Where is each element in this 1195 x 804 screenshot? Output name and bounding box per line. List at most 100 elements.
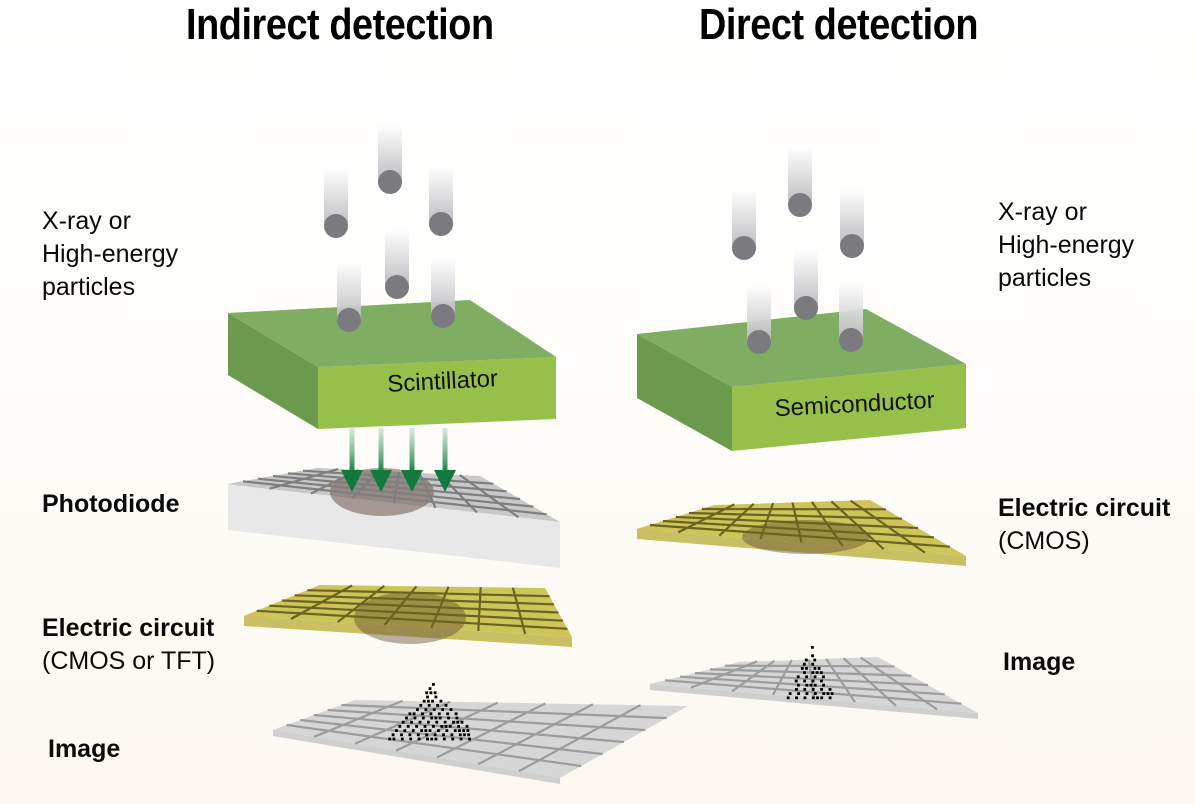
- direct-image-pyramid-dot: [801, 667, 804, 670]
- photodiode-label: Photodiode: [42, 488, 179, 521]
- indirect-image-pyramid-dot: [456, 721, 459, 724]
- direct-image-pyramid-dot: [812, 688, 815, 691]
- indirect-image-pyramid-dot: [437, 729, 440, 732]
- circuit-label-title: Electric circuit: [998, 492, 1170, 525]
- source-line-1: X-ray or: [42, 205, 178, 238]
- direct-image-pyramid-dot: [814, 692, 817, 695]
- indirect-image-pyramid-dot: [468, 738, 471, 741]
- indirect-image-pyramid-dot: [445, 704, 448, 707]
- indirect-image-pyramid-dot: [449, 725, 452, 728]
- light-arrow-shaft: [410, 428, 415, 473]
- indirect-image-pyramid-dot: [421, 712, 424, 715]
- indirect-image-pyramid-dot: [408, 712, 411, 715]
- direct-image-pyramid-dot: [820, 680, 823, 683]
- indirect-image-pyramid-dot: [430, 717, 433, 720]
- indirect-image-pyramid-dot: [424, 708, 427, 711]
- indirect-image-pyramid-dot: [432, 725, 435, 728]
- indirect-image-pyramid-dot: [410, 721, 413, 724]
- light-arrow-shaft: [443, 428, 448, 473]
- indirect-image-pyramid-dot: [446, 712, 449, 715]
- source-line-2: High-energy: [998, 229, 1134, 262]
- indirect-image-pyramid-dot: [435, 696, 438, 699]
- indirect-image-pyramid-dot: [419, 704, 422, 707]
- indirect-source-label: X-ray or High-energy particles: [42, 205, 178, 304]
- indirect-image-pyramid-dot: [398, 725, 401, 728]
- direct-image-pyramid-dot: [820, 696, 823, 699]
- indirect-image-label: Image: [48, 733, 120, 766]
- indirect-image-pyramid-dot: [425, 691, 428, 694]
- indirect-image-pyramid-dot: [430, 738, 433, 741]
- indirect-image-pyramid-dot: [445, 725, 448, 728]
- direct-image-pyramid-dot: [797, 692, 800, 695]
- indirect-image-pyramid-dot: [440, 700, 443, 703]
- indirect-particle: [429, 212, 453, 236]
- indirect-image-pyramid-dot: [405, 717, 408, 720]
- indirect-circuit-plate: [244, 585, 572, 647]
- direct-image-pyramid-dot: [827, 692, 830, 695]
- indirect-image-pyramid-dot: [467, 733, 470, 736]
- direct-image-pyramid-dot: [797, 675, 800, 678]
- indirect-image-pyramid-dot: [392, 733, 395, 736]
- indirect-image-pyramid-dot: [466, 725, 469, 728]
- direct-image-pyramid-dot: [803, 663, 806, 666]
- indirect-image-pyramid-dot: [419, 721, 422, 724]
- indirect-image-pyramid-dot: [408, 733, 411, 736]
- direct-circuit-label: Electric circuit (CMOS): [998, 492, 1170, 558]
- indirect-image-pyramid-dot: [427, 721, 430, 724]
- indirect-image-pyramid-dot: [401, 738, 404, 741]
- direct-image-pyramid-dot: [814, 684, 817, 687]
- indirect-image-pyramid-dot: [451, 738, 454, 741]
- indirect-image-pyramid-dot: [440, 725, 443, 728]
- direct-image-pyramid-dot: [811, 654, 814, 657]
- indirect-particle: [337, 308, 361, 332]
- indirect-image-pyramid-dot: [463, 733, 466, 736]
- indirect-image-pyramid-dot: [414, 717, 417, 720]
- direct-image-pyramid-dot: [795, 680, 798, 683]
- direct-image-pyramid-dot: [822, 692, 825, 695]
- direct-particle: [840, 234, 864, 258]
- indirect-particle: [378, 170, 402, 194]
- indirect-image-pyramid-dot: [435, 738, 438, 741]
- direct-image-pyramid-dot: [805, 675, 808, 678]
- indirect-image-pyramid-dot: [425, 733, 428, 736]
- indirect-image-pyramid-dot: [395, 729, 398, 732]
- indirect-image-pyramid-dot: [434, 691, 437, 694]
- light-arrow-shaft: [379, 428, 384, 473]
- indirect-image-pyramid-dot: [466, 729, 469, 732]
- direct-image-pyramid-dot: [820, 671, 823, 674]
- direct-image-pyramid-dot: [803, 671, 806, 674]
- indirect-image-pyramid-dot: [426, 738, 429, 741]
- indirect-particle: [385, 275, 409, 299]
- direct-image-pyramid-dot: [816, 671, 819, 674]
- direct-image-pyramid-dot: [789, 692, 792, 695]
- indirect-image-pyramid-dot: [429, 691, 432, 694]
- indirect-image-pyramid-dot: [432, 683, 435, 686]
- indirect-image-plate: [273, 683, 688, 784]
- direct-image-pyramid-dot: [795, 696, 798, 699]
- direct-image-pyramid-dot: [822, 684, 825, 687]
- direct-image-pyramid-dot: [803, 680, 806, 683]
- direct-image-pyramid-dot: [787, 696, 790, 699]
- indirect-image-pyramid-dot: [443, 738, 446, 741]
- indirect-image-pyramid-dot: [402, 721, 405, 724]
- indirect-image-pyramid-dot: [447, 717, 450, 720]
- indirect-image-pyramid-dot: [409, 738, 412, 741]
- indirect-image-pyramid-dot: [434, 733, 437, 736]
- direct-image-pyramid-dot: [811, 663, 814, 666]
- direct-particle: [839, 328, 863, 352]
- direct-image-pyramid-dot: [820, 688, 823, 691]
- indirect-image-pyramid-dot: [403, 729, 406, 732]
- indirect-particles: [324, 124, 455, 332]
- direct-image-pyramid-dot: [810, 684, 813, 687]
- indirect-image-pyramid-dot: [438, 712, 441, 715]
- indirect-image-pyramid-dot: [435, 717, 438, 720]
- indirect-image-pyramid-dot: [418, 738, 421, 741]
- direct-image-pyramid-dot: [804, 696, 807, 699]
- indirect-image-pyramid-dot: [416, 708, 419, 711]
- indirect-circuit-label: Electric circuit (CMOS or TFT): [42, 612, 215, 678]
- source-line-3: particles: [42, 271, 178, 304]
- indirect-image-pyramid-dot: [388, 738, 391, 741]
- indirect-image-pyramid-dot: [429, 712, 432, 715]
- direct-image-pyramid-dot: [811, 671, 814, 674]
